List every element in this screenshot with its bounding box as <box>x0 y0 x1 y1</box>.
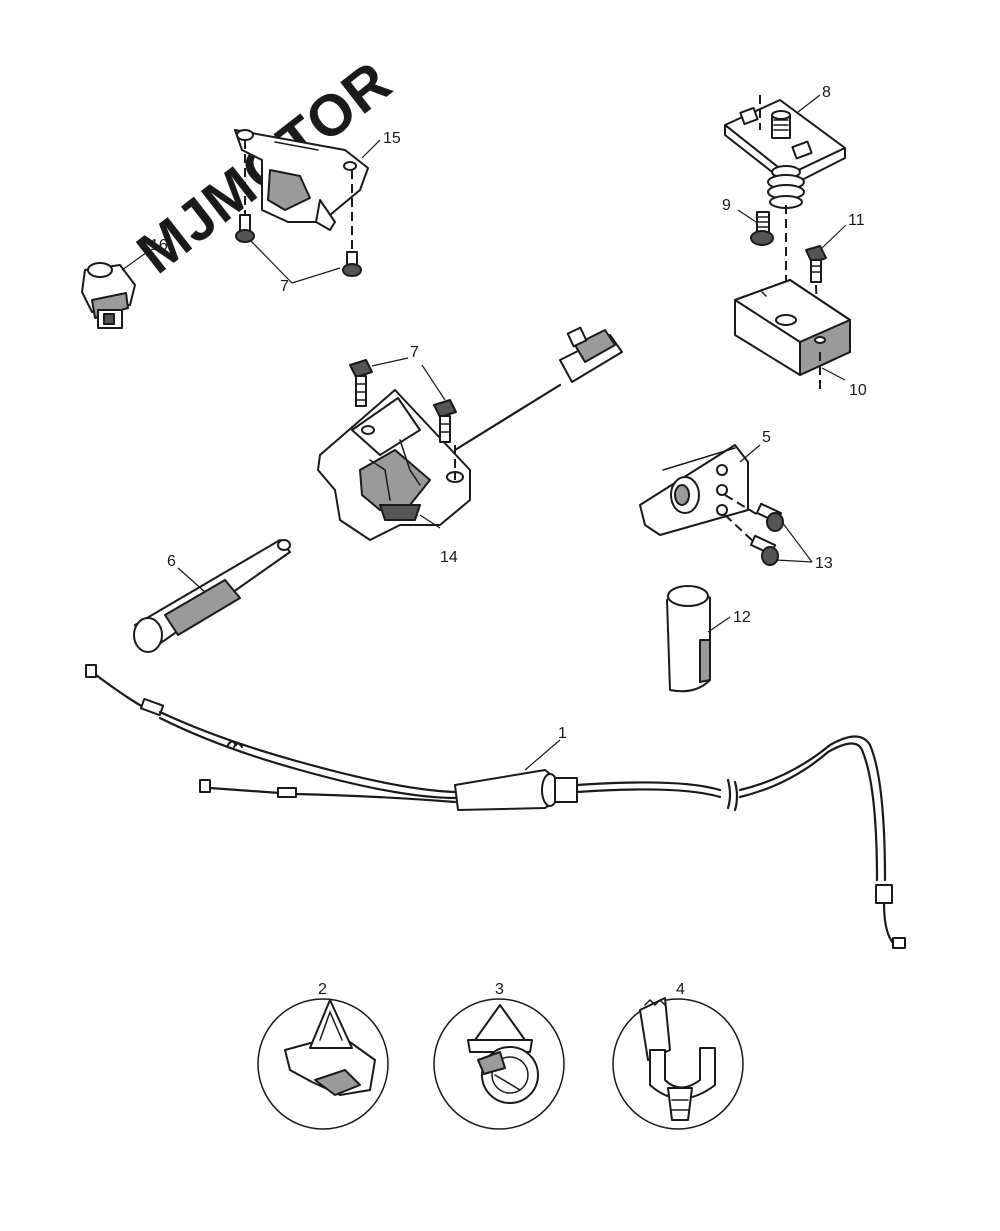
leader-6 <box>177 567 206 593</box>
callout-10: 10 <box>849 382 867 399</box>
callout-3: 3 <box>495 981 504 998</box>
callout-7b: 7 <box>410 344 419 361</box>
detail-circle-4 <box>612 997 744 1130</box>
leader-11 <box>821 224 847 249</box>
detail-circle-3 <box>433 998 565 1130</box>
leader-9 <box>737 209 757 223</box>
callout-11: 11 <box>848 212 865 229</box>
part-13-bolt-b <box>749 534 779 566</box>
leader-1 <box>524 739 561 771</box>
part-11-bolt <box>805 245 827 283</box>
part-7-bolt-b <box>342 251 362 277</box>
part-14-connector <box>559 326 623 383</box>
part-7-bolt-d <box>433 399 457 443</box>
callout-4: 4 <box>676 981 685 998</box>
callout-7a: 7 <box>280 278 289 295</box>
part-16-switch <box>81 262 136 329</box>
part-8-spring <box>767 165 805 209</box>
callout-9: 9 <box>722 197 731 214</box>
detail-circle-2 <box>257 998 389 1130</box>
part-6-handle <box>133 539 291 653</box>
leader-16 <box>121 249 151 271</box>
leader-5 <box>739 444 761 463</box>
callout-13: 13 <box>815 555 833 572</box>
part-7-bolt-c <box>349 359 373 407</box>
leader-12 <box>707 616 731 633</box>
part-13-bolt-a <box>755 502 784 532</box>
callout-8: 8 <box>822 84 831 101</box>
part-12-cap <box>666 585 711 693</box>
callout-2: 2 <box>318 981 327 998</box>
callout-14: 14 <box>440 549 458 566</box>
leader-15 <box>361 139 381 159</box>
leader-7a-b <box>291 267 341 284</box>
leader-13a <box>781 521 813 563</box>
dash-line-11 <box>815 284 819 336</box>
leader-10 <box>821 367 846 381</box>
callout-1: 1 <box>558 725 567 742</box>
part-9-bolt <box>750 211 774 246</box>
callout-6: 6 <box>167 553 176 570</box>
leader-8 <box>797 94 821 113</box>
leader-7c <box>371 357 409 367</box>
leader-13b <box>775 559 813 563</box>
part-10-bumper-block <box>734 279 851 376</box>
callout-15: 15 <box>383 130 401 147</box>
part-5-plate <box>639 444 749 536</box>
dash-line-13a <box>724 494 759 516</box>
part-14-wire <box>453 383 562 452</box>
part-14-latch <box>317 389 471 541</box>
leader-7d <box>421 364 446 401</box>
part-15-bracket <box>234 129 369 231</box>
callout-12: 12 <box>733 609 751 626</box>
part-8-plate <box>724 99 846 187</box>
callout-16: 16 <box>150 237 168 254</box>
dash-line-13b <box>724 514 756 544</box>
leader-14 <box>419 514 441 529</box>
part-7-bolt-a <box>235 214 255 243</box>
part-1-release-cable <box>85 664 906 949</box>
callout-5: 5 <box>762 429 771 446</box>
leader-7a-a <box>249 239 293 284</box>
